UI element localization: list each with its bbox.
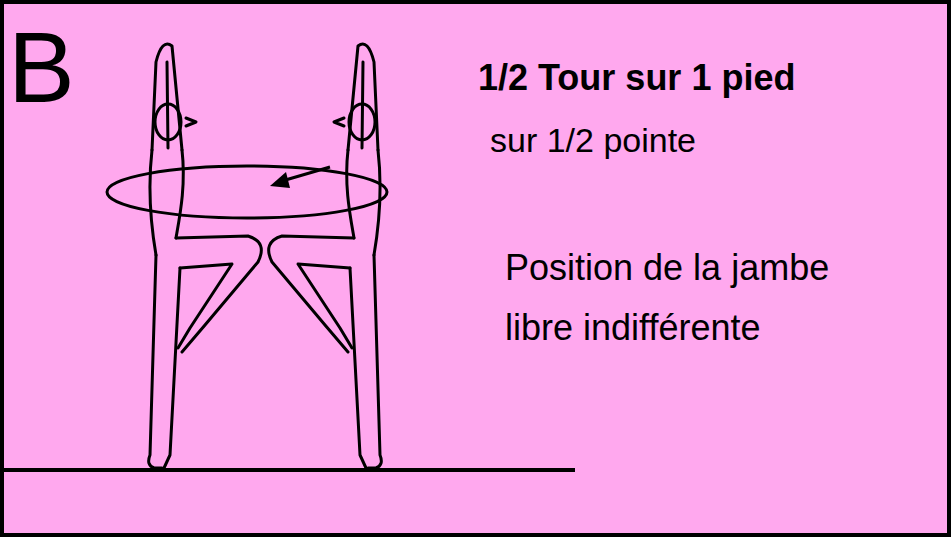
panel-title: 1/2 Tour sur 1 pied <box>478 58 795 98</box>
note-text: Position de la jambe libre indifférente <box>505 238 835 358</box>
note-text: sur 1/2 pointe <box>490 122 696 159</box>
panel-letter: B <box>8 12 75 122</box>
